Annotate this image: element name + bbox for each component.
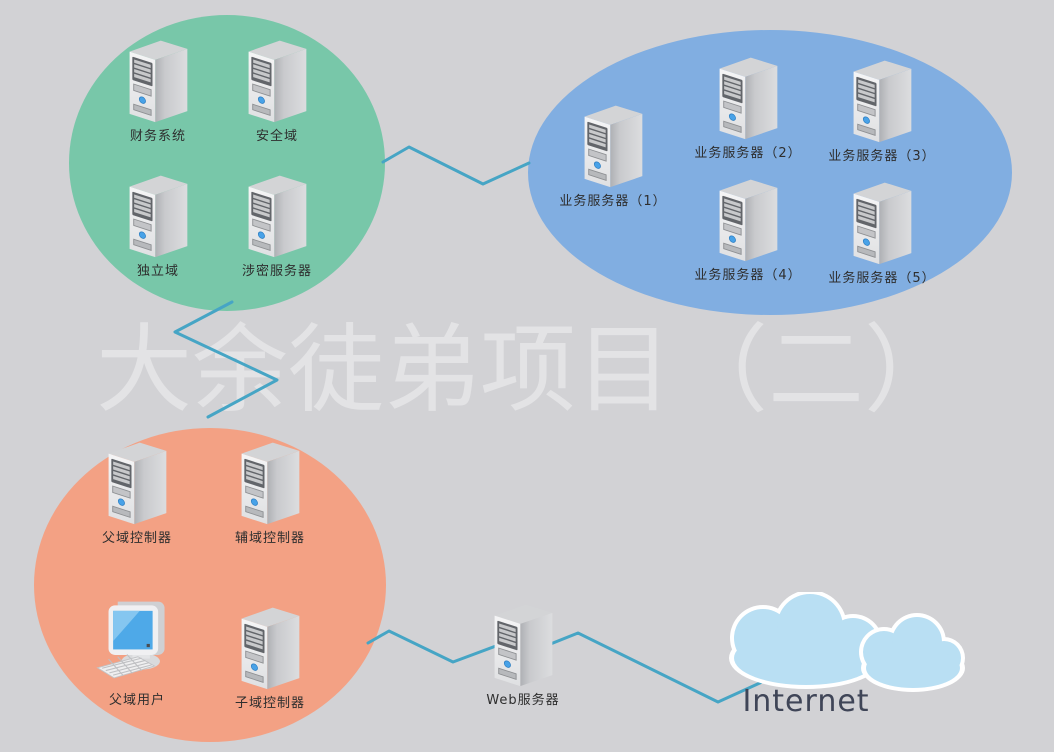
server-icon — [242, 36, 312, 124]
server-icon — [235, 603, 305, 691]
node-child-domain-controller[interactable]: 子域控制器 — [195, 603, 345, 711]
server-icon — [123, 36, 193, 124]
server-icon — [713, 175, 783, 263]
node-finance-system[interactable]: 财务系统 — [83, 36, 233, 144]
node-label: 独立域 — [136, 264, 179, 279]
zone-domain-controllers[interactable] — [34, 428, 386, 742]
node-business-server-4[interactable]: 业务服务器（4） — [673, 175, 823, 283]
node-label: 财务系统 — [129, 129, 186, 144]
server-icon — [847, 56, 917, 144]
server-icon — [102, 438, 172, 526]
node-label: 父域用户 — [108, 693, 165, 708]
watermark-title: 大余徒弟项目（二） — [96, 314, 960, 426]
node-parent-domain-controller[interactable]: 父域控制器 — [62, 438, 212, 546]
node-label: 业务服务器（3） — [828, 149, 936, 164]
zone-secure-domain[interactable] — [69, 15, 385, 311]
node-business-server-5[interactable]: 业务服务器（5） — [807, 178, 957, 286]
node-secondary-domain-controller[interactable]: 辅域控制器 — [195, 438, 345, 546]
internet-label: Internet — [742, 684, 870, 719]
node-business-server-1[interactable]: 业务服务器（1） — [538, 101, 688, 209]
node-parent-domain-user[interactable]: 父域用户 — [62, 598, 212, 708]
server-icon — [847, 178, 917, 266]
server-icon — [235, 438, 305, 526]
node-label: 业务服务器（2） — [694, 146, 802, 161]
node-label: Web服务器 — [486, 693, 560, 708]
node-label: 业务服务器（1） — [559, 194, 667, 209]
node-label: 父域控制器 — [101, 531, 172, 546]
node-business-server-3[interactable]: 业务服务器（3） — [807, 56, 957, 164]
server-icon — [488, 600, 558, 688]
node-independent-domain[interactable]: 独立域 — [83, 171, 233, 279]
node-security-domain[interactable]: 安全域 — [202, 36, 352, 144]
server-icon — [578, 101, 648, 189]
node-label: 辅域控制器 — [234, 531, 305, 546]
node-label: 业务服务器（4） — [694, 268, 802, 283]
node-business-server-2[interactable]: 业务服务器（2） — [673, 53, 823, 161]
server-icon — [123, 171, 193, 259]
server-icon — [713, 53, 783, 141]
node-label: 业务服务器（5） — [828, 271, 936, 286]
link-secure-to-business — [381, 145, 531, 186]
server-icon — [242, 171, 312, 259]
node-label: 涉密服务器 — [241, 264, 312, 279]
node-label: 子域控制器 — [234, 696, 305, 711]
node-label: 安全域 — [255, 129, 298, 144]
computer-icon — [95, 598, 179, 688]
node-web-server[interactable]: Web服务器 — [448, 600, 598, 708]
node-classified-server[interactable]: 涉密服务器 — [202, 171, 352, 279]
